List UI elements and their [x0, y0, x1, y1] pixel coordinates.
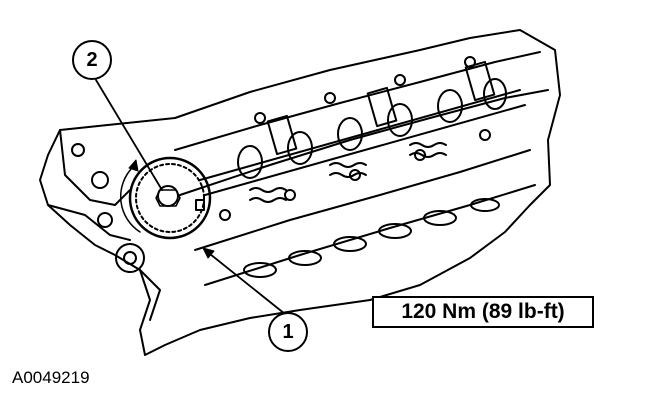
camshaft: [199, 60, 526, 203]
torque-spec-box: 120 Nm (89 lb-ft): [372, 296, 594, 328]
cylinder-head-body: [39, 29, 561, 356]
camshaft-sprocket: [128, 156, 212, 240]
callout-1: 1: [268, 312, 308, 352]
leader-lines: [95, 79, 286, 315]
figure-id: A0049219: [12, 368, 90, 387]
callout-2: 2: [72, 40, 112, 80]
